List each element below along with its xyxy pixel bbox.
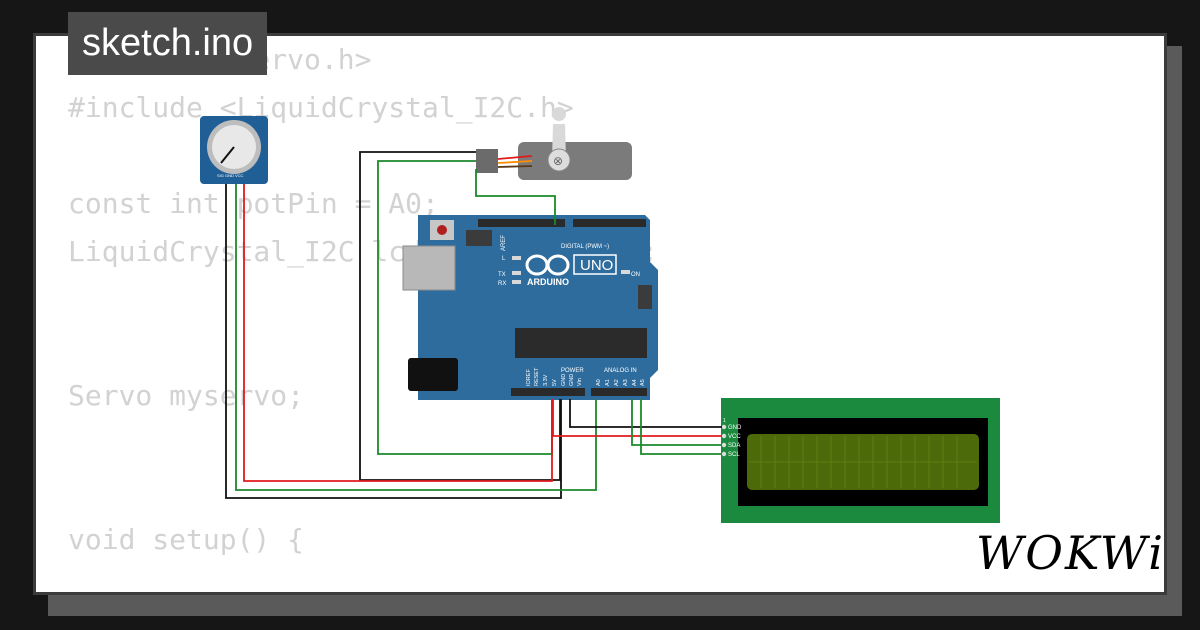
code-line: const int potPin = A0;	[68, 187, 439, 220]
pin-gnd1-label: GND	[561, 374, 567, 386]
on-led-label: ON	[631, 272, 640, 278]
digital-header-left	[478, 219, 565, 227]
led-l-label: L	[502, 256, 506, 262]
analog-header-label: ANALOG IN	[604, 368, 637, 374]
pot-pin-labels: SIG GND VCC	[217, 173, 244, 178]
arduino-uno[interactable]: AREF DIGITAL (PWM ~) L TX RX ARDUINO UNO…	[402, 215, 658, 400]
arduino-brand-label: ARDUINO	[527, 277, 569, 287]
pin-reset-label: RESET	[534, 367, 540, 386]
pin-vin-label: Vin	[577, 378, 583, 386]
lcd-pin-scl: SCL	[728, 452, 740, 458]
servo-motor[interactable]: ⊗	[476, 107, 632, 180]
lcd-pin-gnd: GND	[728, 425, 742, 431]
wires	[225, 151, 722, 499]
servo-horn-icon: ⊗	[553, 154, 563, 168]
code-line: void setup() {	[68, 523, 305, 556]
pin-a3-label: A3	[623, 379, 629, 386]
pin-aref-label: AREF	[501, 235, 507, 251]
potentiometer[interactable]: SIG GND VCC	[200, 116, 268, 184]
atmega-chip	[515, 328, 647, 358]
arduino-logo-icon	[525, 254, 570, 276]
pin-a0-label: A0	[596, 379, 602, 386]
pin-a4-label: A4	[632, 379, 638, 386]
lcd-pin-vcc: VCC	[728, 434, 741, 440]
pin-a5-label: A5	[640, 379, 646, 386]
pin-3v3-label: 3.3V	[543, 374, 549, 386]
code-line: #include <LiquidCrystal_I2C.h>	[68, 91, 574, 124]
digital-header-right	[573, 219, 646, 227]
lcd-module[interactable]: 1 GND VCC SDA SCL	[721, 398, 1000, 523]
arduino-model-label: UNO	[580, 257, 613, 274]
pin-5v-label: 5V	[552, 379, 558, 386]
led-rx-label: RX	[498, 281, 506, 287]
power-header	[511, 388, 585, 396]
pin-ioref-label: IOREF	[526, 369, 532, 386]
lcd-pin-sda: SDA	[728, 443, 740, 449]
pin-a1-label: A1	[605, 379, 611, 386]
led-tx-label: TX	[498, 272, 506, 278]
lcd-pin1-label: 1	[723, 418, 726, 424]
pin-a2-label: A2	[614, 379, 620, 386]
power-header-label: POWER	[561, 368, 584, 374]
wokwi-logo: WOKWi	[976, 526, 1165, 580]
digital-header-label: DIGITAL (PWM ~)	[561, 244, 609, 250]
analog-header	[591, 388, 647, 396]
file-title: sketch.ino	[68, 12, 268, 75]
pin-gnd2-label: GND	[569, 374, 575, 386]
